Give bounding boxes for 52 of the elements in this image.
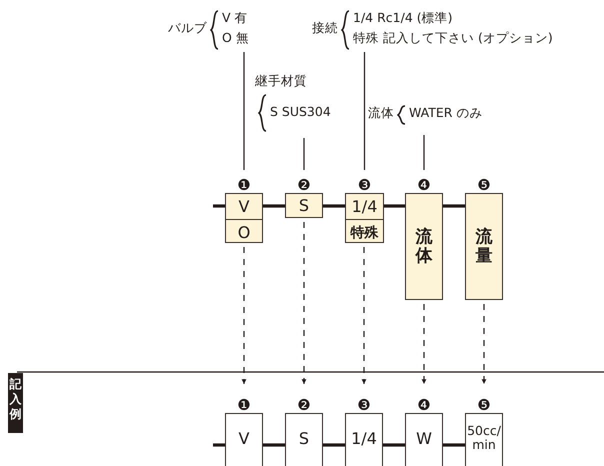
connector-line: [443, 204, 465, 208]
option-text: S SUS304: [270, 103, 331, 121]
callout-number: ❺: [476, 178, 492, 193]
spec-label: 接続: [312, 19, 338, 37]
callout-number: ❶: [236, 178, 252, 193]
connector-line: [323, 204, 345, 208]
option-cell-text: 1/4: [350, 196, 378, 218]
leader-line: [243, 52, 245, 170]
code-text: 流量: [474, 228, 494, 266]
connector-line: [383, 443, 405, 447]
callout-number: ❺: [476, 398, 492, 413]
callout-number: ❷: [296, 178, 312, 193]
dashed-arrow: [242, 247, 246, 384]
connector-line: [323, 443, 345, 447]
callout-number: ❹: [416, 178, 432, 193]
dashed-arrow: [362, 247, 366, 384]
example-tag: 記入例: [8, 373, 23, 433]
code-text: 1/4: [351, 428, 377, 448]
connector-line: [384, 204, 405, 208]
leader-line: [364, 52, 366, 170]
callout-number: ❷: [296, 398, 312, 413]
spec-label: 流体: [368, 104, 394, 122]
spec-label: 継手材質: [255, 72, 308, 90]
dashed-arrow: [422, 304, 426, 384]
connector-line: [263, 443, 285, 447]
option-cell: 特殊: [346, 219, 383, 245]
option-cell: O: [226, 219, 262, 245]
option-text: 特殊 記入して下さい (オプション): [353, 29, 553, 47]
spec-label: バルブ: [168, 19, 207, 37]
callout-number: ❸: [356, 398, 372, 413]
option-text: O 無: [222, 29, 249, 47]
connector-line: [443, 443, 465, 447]
code-text: 50cc/ min: [467, 424, 501, 452]
option-text: V 有: [222, 9, 249, 27]
code-text: V: [238, 428, 250, 448]
code-text: W: [416, 428, 432, 448]
code-text: 流体: [414, 228, 434, 266]
code-text: S: [298, 428, 310, 448]
leader-line: [423, 135, 425, 170]
callout-number: ❶: [236, 398, 252, 413]
connector-line: [263, 204, 285, 208]
dashed-arrow: [482, 304, 486, 384]
callout-number: ❸: [356, 178, 372, 193]
option-text: WATER のみ: [409, 104, 482, 122]
callout-number: ❹: [416, 398, 432, 413]
code-text: S: [298, 196, 310, 215]
leader-line: [303, 138, 305, 170]
dashed-arrow: [302, 222, 306, 384]
option-cell-text: V: [238, 196, 250, 218]
connector-line: [213, 443, 225, 447]
connector-line: [213, 204, 225, 208]
option-text: 1/4 Rc1/4 (標準): [353, 9, 454, 27]
